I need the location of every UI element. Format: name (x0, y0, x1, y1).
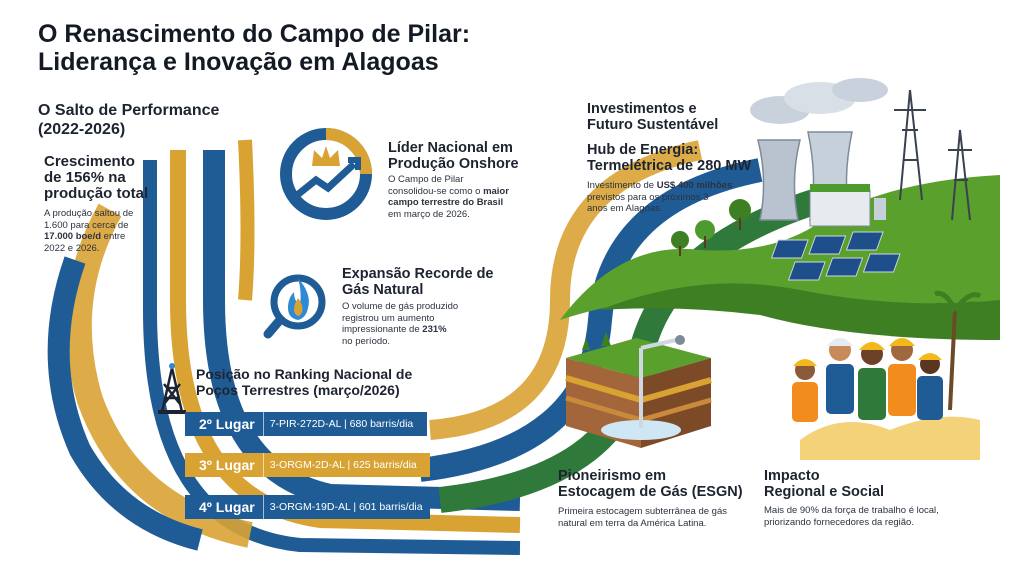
rank-position: 2º Lugar (185, 412, 264, 436)
growth-desc-a: A produção saltou de (44, 208, 134, 219)
power-plant-illustration (671, 78, 972, 281)
rank-info: 7-PIR-272D-AL | 680 barris/dia (269, 418, 414, 430)
ranking-heading: Posição no Ranking Nacional de Poços Ter… (196, 366, 436, 398)
leader-desc-b-plain: consolidou-se como o (388, 185, 484, 197)
leader-desc-c-bold: campo terrestre do Brasil (388, 197, 504, 208)
rank-info: 3-ORGM-2D-AL | 625 barris/dia (269, 459, 417, 471)
gas-flame-icon (263, 274, 326, 339)
esgn-heading-line-1: Pioneirismo em (558, 468, 666, 484)
rank-bar-3: 3º Lugar 3-ORGM-2D-AL | 625 barris/dia (185, 453, 430, 477)
growth-desc-b: 1.600 para cerca de (44, 219, 129, 231)
rank-bar-2: 2º Lugar 7-PIR-272D-AL | 680 barris/dia (185, 412, 427, 436)
investments-desc-b: previstos para os próximos 3 (587, 191, 709, 203)
gas-description: O volume de gás produzido registrou um a… (342, 301, 502, 347)
crown-chart-icon (280, 128, 372, 220)
esgn-heading-line-2: Estocagem de Gás (ESGN) (558, 484, 743, 500)
gas-desc-c-bold: 231% (422, 324, 447, 335)
leader-desc-d: em março de 2026. (388, 208, 470, 220)
impact-desc-a: Mais de 90% da força de trabalho é local… (764, 505, 939, 516)
growth-desc-c-rest: entre (101, 231, 126, 242)
impact-heading-line-1: Impacto (764, 468, 820, 484)
workers-illustration (792, 290, 987, 460)
esgn-heading: Pioneirismo em Estocagem de Gás (ESGN) (558, 468, 758, 500)
impact-description: Mais de 90% da força de trabalho é local… (764, 505, 1004, 528)
investments-desc-a-plain: Investimento de (587, 180, 657, 191)
esgn-desc-b: natural em terra da América Latina. (558, 517, 707, 529)
growth-desc-c-bold: 17.000 boe/d (44, 231, 102, 242)
performance-heading-line-2: (2022-2026) (38, 121, 126, 138)
leader-heading: Líder Nacional em Produção Onshore (388, 140, 538, 172)
gas-desc-b: registrou um aumento (342, 312, 435, 324)
investments-description: Investimento de US$ 400 milhões previsto… (587, 180, 747, 215)
esgn-description: Primeira estocagem subterrânea de gás na… (558, 506, 758, 529)
page-title: O Renascimento do Campo de Pilar: Lidera… (38, 20, 558, 76)
investments-desc-a-bold: US$ 400 milhões (656, 180, 733, 191)
gas-storage-illustration (565, 332, 712, 448)
gas-desc-a: O volume de gás produzido (342, 301, 459, 312)
gas-desc-c-plain: impressionante de (342, 324, 423, 335)
growth-line-1: Crescimento (44, 153, 135, 170)
rank-bar-4: 4º Lugar 3-ORGM-19D-AL | 601 barris/dia (185, 495, 430, 519)
rank-info: 3-ORGM-19D-AL | 601 barris/dia (269, 501, 423, 513)
growth-description: A produção saltou de 1.600 para cerca de… (44, 208, 174, 254)
gas-heading-line-1: Expansão Recorde de (342, 266, 494, 282)
esgn-desc-a: Primeira estocagem subterrânea de gás (558, 506, 727, 517)
investments-heading-line-2: Futuro Sustentável (587, 117, 719, 133)
growth-heading: Crescimento de 156% na produção total (44, 154, 184, 202)
growth-line-3: produção total (44, 185, 149, 202)
rank-position: 4º Lugar (185, 495, 264, 519)
investments-heading-line-1: Investimentos e (587, 101, 697, 117)
gas-heading-line-2: Gás Natural (342, 282, 424, 298)
performance-heading-line-1: O Salto de Performance (38, 102, 220, 119)
leader-heading-line-2: Produção Onshore (388, 156, 519, 172)
growth-line-2: de 156% na (44, 169, 126, 186)
performance-heading: O Salto de Performance (2022-2026) (38, 101, 258, 139)
investments-desc-c: anos em Alagoas. (587, 203, 663, 214)
rank-position: 3º Lugar (185, 453, 264, 477)
oil-derrick-icon (158, 363, 186, 414)
leader-desc-b-bold: maior (483, 185, 509, 197)
hub-heading: Hub de Energia: Termelétrica de 280 MW (587, 142, 767, 174)
impact-desc-b: priorizando fornecedores da região. (764, 516, 914, 528)
leader-description: O Campo de Pilar consolidou-se como o ma… (388, 174, 538, 220)
gas-heading: Expansão Recorde de Gás Natural (342, 266, 512, 298)
investments-heading: Investimentos e Futuro Sustentável (587, 101, 757, 133)
leader-desc-a: O Campo de Pilar (388, 174, 464, 185)
ranking-heading-line-1: Posição no Ranking Nacional de (196, 366, 413, 382)
hub-heading-line-1: Hub de Energia: (587, 142, 699, 158)
impact-heading: Impacto Regional e Social (764, 468, 964, 500)
hub-heading-line-2: Termelétrica de 280 MW (587, 158, 752, 174)
ranking-heading-line-2: Poços Terrestres (março/2026) (196, 382, 400, 398)
leader-heading-line-1: Líder Nacional em (388, 140, 513, 156)
gas-desc-d: no período. (342, 335, 391, 347)
title-line-2: Liderança e Inovação em Alagoas (38, 48, 439, 76)
growth-desc-d: 2022 e 2026. (44, 242, 100, 254)
impact-heading-line-2: Regional e Social (764, 484, 885, 500)
title-line-1: O Renascimento do Campo de Pilar: (38, 20, 471, 48)
